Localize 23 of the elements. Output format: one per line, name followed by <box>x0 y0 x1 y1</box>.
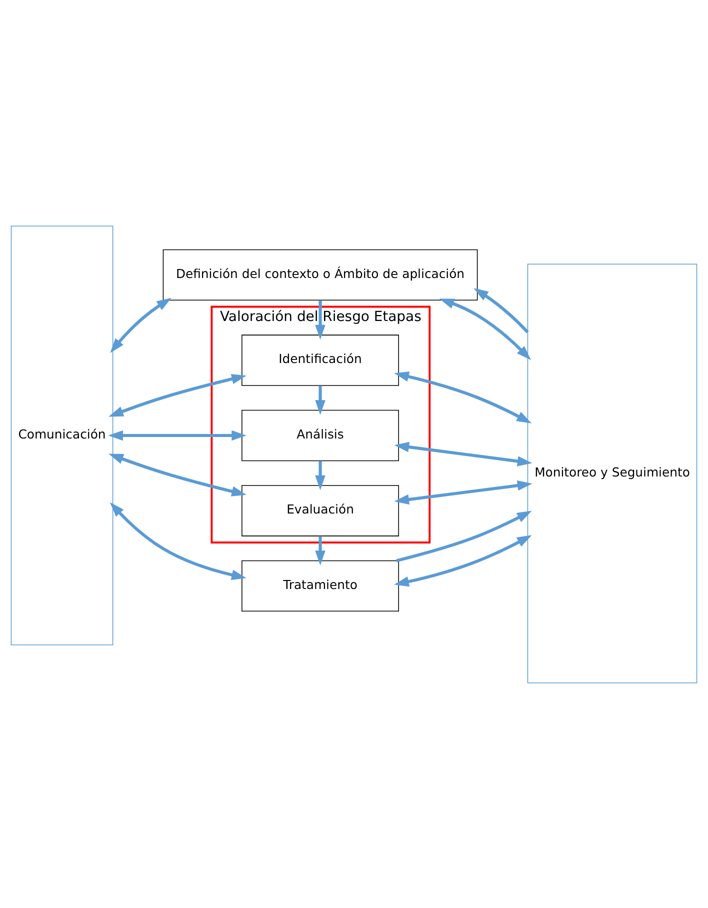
arrow <box>315 300 326 340</box>
node-box: Comunicación <box>10 225 114 645</box>
arrow <box>108 453 246 496</box>
node-box: Monitoreo y Seguimiento <box>527 263 698 683</box>
arrow <box>108 373 246 416</box>
arrow <box>394 370 532 423</box>
arrow <box>315 460 326 490</box>
arrow <box>315 536 326 565</box>
arrow <box>110 297 172 353</box>
arrow <box>394 480 532 504</box>
arrow <box>108 430 246 440</box>
node-box: Tratamiento <box>242 560 399 612</box>
node-box: Definición del contexto o Ámbito de aplicación <box>162 248 478 300</box>
arrow <box>394 534 532 586</box>
arrow <box>315 385 326 414</box>
arrow <box>110 502 246 580</box>
arrow <box>394 441 532 466</box>
arrow <box>396 510 532 562</box>
node-box: Identificación <box>242 334 399 386</box>
arrow <box>439 298 531 360</box>
node-box: Evaluación <box>242 484 399 536</box>
node-box: Análisis <box>242 409 399 461</box>
arrow <box>474 288 529 333</box>
